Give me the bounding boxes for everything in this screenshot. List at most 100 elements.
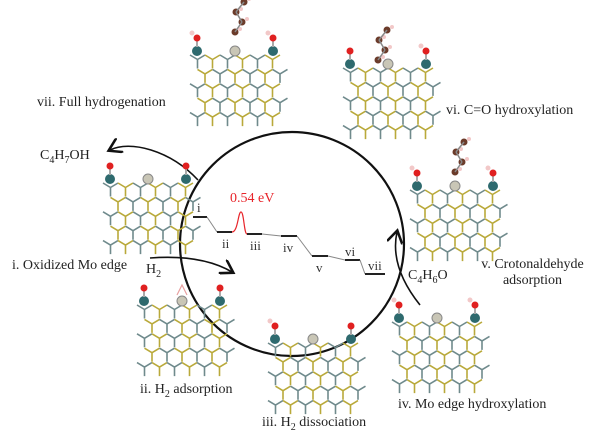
lattice-bond xyxy=(399,335,415,350)
mo-atom xyxy=(105,174,115,184)
lattice-bond xyxy=(425,81,441,96)
lattice-bond xyxy=(342,371,359,386)
lattice-bond xyxy=(474,335,490,350)
lattice-bond xyxy=(102,239,119,255)
mo-atom xyxy=(139,296,149,306)
lattice-bond xyxy=(342,96,359,111)
oxygen-atom xyxy=(471,301,479,309)
lattice-bond xyxy=(174,318,190,333)
lattice-bond xyxy=(466,321,483,336)
lattice-bond xyxy=(102,211,119,226)
hydrogen-atom xyxy=(265,30,271,36)
level-label-i: i xyxy=(197,200,201,215)
lattice-bond xyxy=(257,68,273,83)
lattice-bond xyxy=(492,203,508,218)
step-i-label: i. Oxidized Mo edge xyxy=(12,258,128,273)
level-label-vii: vii xyxy=(368,258,382,273)
lattice-bond xyxy=(365,110,381,125)
lattice-bond xyxy=(204,54,221,69)
mo-atom xyxy=(345,59,355,69)
lattice-bond xyxy=(454,246,471,262)
lattice-bond xyxy=(249,83,266,98)
hydrogen-atom xyxy=(467,297,473,303)
lattice-bond xyxy=(197,68,213,83)
lattice-bond xyxy=(211,304,228,319)
sulfur-atom xyxy=(307,333,319,345)
lattice-bond xyxy=(466,378,483,394)
lattice-bond xyxy=(155,225,171,240)
lattice-bond xyxy=(395,110,411,125)
lattice-bond xyxy=(312,371,329,386)
lattice-bond xyxy=(335,385,351,400)
lattice-bond xyxy=(144,347,160,362)
lattice-bond xyxy=(451,350,468,365)
lattice-bond xyxy=(444,364,460,379)
lattice-bond xyxy=(110,196,126,211)
lattice-bond xyxy=(387,96,404,111)
bond xyxy=(455,141,465,153)
hydrogen-atom xyxy=(458,167,462,171)
lattice-bond xyxy=(462,203,478,218)
lattice-bond xyxy=(312,342,329,357)
lattice-bond xyxy=(151,333,168,348)
mo-atom xyxy=(346,334,356,344)
energy-connector xyxy=(261,233,282,237)
lattice-bond xyxy=(181,304,198,319)
level-label-v: v xyxy=(316,260,323,275)
lattice-bond xyxy=(264,54,281,69)
lattice-bond xyxy=(144,318,160,333)
lattice-bond xyxy=(249,111,266,127)
lattice-bond xyxy=(189,83,206,98)
lattice-bond xyxy=(454,189,471,204)
lattice-bond xyxy=(264,111,281,127)
lattice-bond xyxy=(417,96,434,111)
lattice-bond xyxy=(399,364,415,379)
lattice-bond xyxy=(436,350,453,365)
lattice-bond xyxy=(447,232,463,247)
lattice-bond xyxy=(342,342,359,357)
lattice-bond xyxy=(424,246,441,262)
lattice-bond xyxy=(204,347,220,362)
structure-ii xyxy=(136,283,235,377)
lattice-bond xyxy=(219,83,236,98)
oxygen-atom xyxy=(395,301,403,309)
lattice-bond xyxy=(219,54,236,69)
bond xyxy=(377,49,386,61)
mo-atom xyxy=(394,313,404,323)
lattice-bond xyxy=(305,356,321,371)
hydrogen-atom xyxy=(267,318,273,324)
lattice-bond xyxy=(402,124,419,140)
lattice-bond xyxy=(466,350,483,365)
lattice-bond xyxy=(162,182,179,197)
lattice-bond xyxy=(272,68,288,83)
lattice-bond xyxy=(474,364,490,379)
sulfur-atom xyxy=(176,295,188,307)
level-label-iii: iii xyxy=(250,238,261,253)
hydrogen-atom xyxy=(467,137,471,141)
lattice-bond xyxy=(469,189,486,204)
transition-state-barrier xyxy=(231,211,248,235)
lattice-bond xyxy=(189,54,206,69)
lattice-bond xyxy=(409,218,426,233)
lattice-bond xyxy=(387,124,404,140)
lattice-bond xyxy=(409,246,426,262)
lattice-bond xyxy=(117,182,134,197)
lattice-bond xyxy=(410,110,426,125)
structure-vi xyxy=(342,25,441,140)
oxygen-atom xyxy=(140,284,148,292)
lattice-bond xyxy=(297,342,314,357)
lattice-bond xyxy=(312,399,329,415)
lattice-bond xyxy=(204,83,221,98)
lattice-bond xyxy=(372,67,389,82)
lattice-bond xyxy=(391,321,408,336)
lattice-bond xyxy=(234,54,251,69)
lattice-bond xyxy=(320,385,336,400)
lattice-bond xyxy=(117,211,134,226)
structure-i xyxy=(102,162,201,255)
lattice-bond xyxy=(357,124,374,140)
lattice-bond xyxy=(492,232,508,247)
mo-atom xyxy=(421,59,431,69)
lattice-bond xyxy=(459,364,475,379)
lattice-bond xyxy=(177,182,194,197)
